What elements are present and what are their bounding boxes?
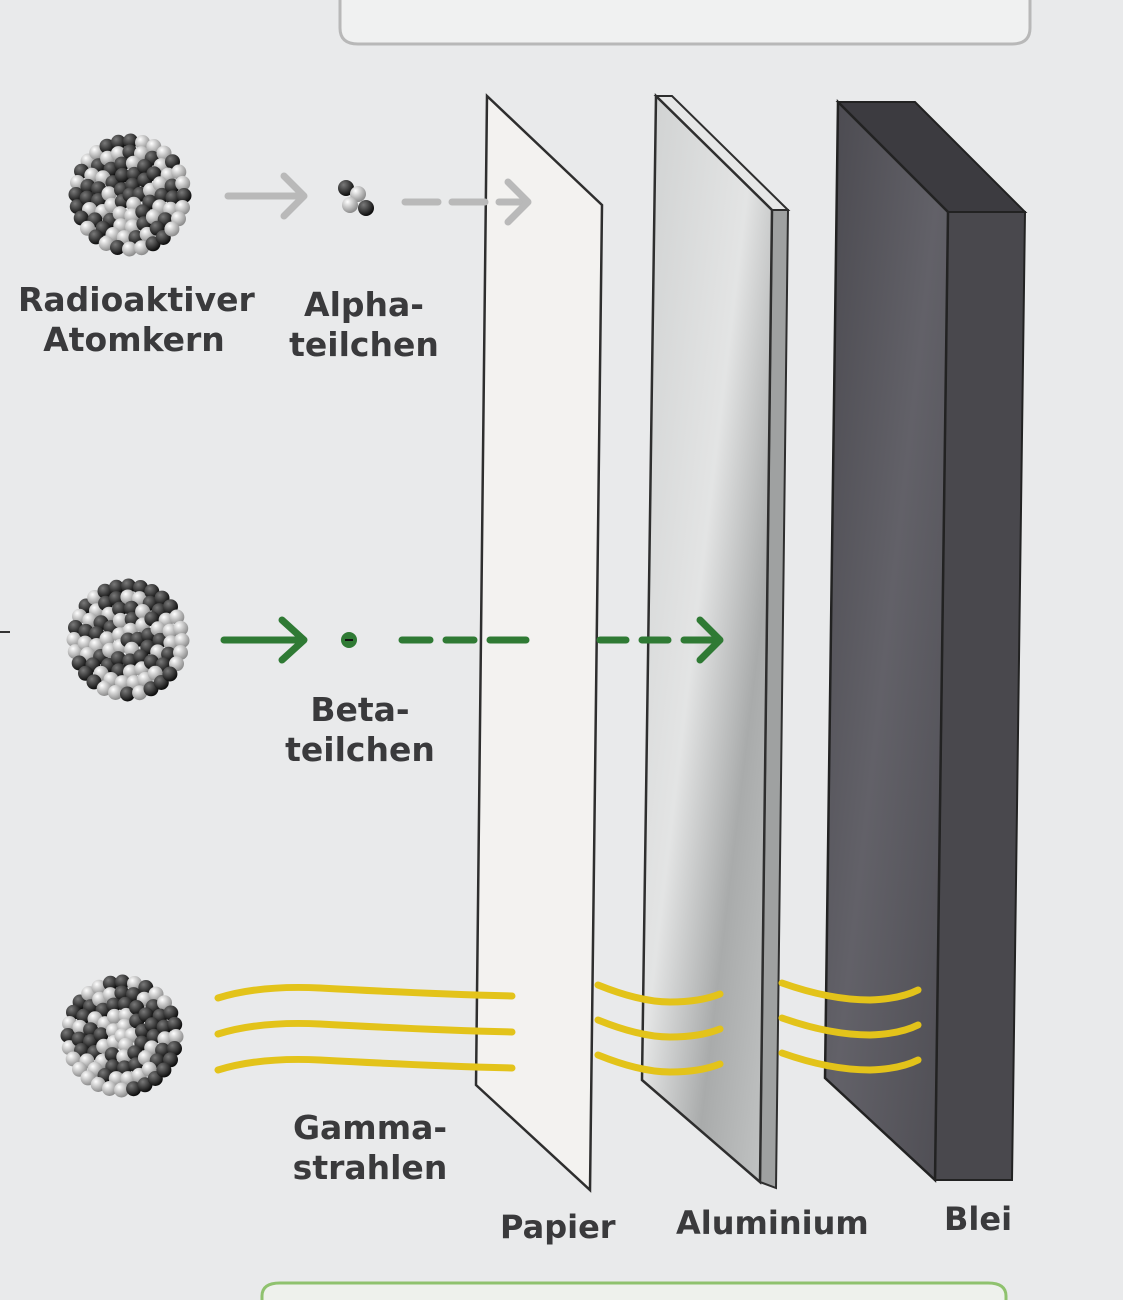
nucleon-ball (123, 133, 138, 149)
nucleon-ball (115, 974, 130, 990)
radioactive-nucleus-icon (68, 133, 192, 257)
label-beta-particle: Beta- teilchen (280, 690, 440, 770)
alpha-dashed-arrow (401, 178, 532, 226)
label-line: Atomkern (43, 320, 225, 359)
nucleon-ball (162, 666, 178, 682)
label-aluminium: Aluminium (676, 1204, 869, 1242)
nucleon-ball (99, 631, 115, 647)
nucleon-ball (67, 644, 83, 660)
nucleon-ball (121, 578, 136, 594)
nucleon-ball (120, 686, 135, 702)
nucleon-ball (97, 583, 113, 599)
nucleon-ball (106, 997, 122, 1013)
nucleon-ball (133, 580, 148, 595)
nucleon-ball (144, 1017, 160, 1033)
nucleon-ball (110, 651, 126, 667)
nucleon-ball (132, 685, 148, 701)
nucleon-ball (104, 1047, 120, 1063)
nucleon-ball (127, 976, 142, 991)
nucleon-ball (164, 221, 180, 237)
nucleon-ball (71, 1031, 87, 1047)
nucleon-ball (114, 156, 130, 172)
beta-dashed-arrow (398, 616, 724, 664)
label-radioactive-nucleus: Radioaktiver Atomkern (18, 280, 255, 360)
nucleon-ball (93, 1027, 109, 1043)
nucleon-ball (98, 236, 114, 251)
beta-arrow (220, 616, 308, 664)
nucleon-ball (150, 621, 166, 637)
nucleon-ball (99, 138, 115, 154)
nucleon-ball (122, 241, 137, 257)
label-line: strahlen (292, 1148, 448, 1187)
paper-sheet (474, 93, 604, 1193)
label-line: Alpha- (304, 285, 424, 324)
radioactive-nucleus-icon (66, 578, 190, 702)
nucleon-ball (176, 188, 192, 203)
nucleon-ball (69, 199, 85, 215)
nucleon-ball (108, 685, 123, 700)
label-line: Radioaktiver (18, 280, 255, 319)
label-gamma-rays: Gamma- strahlen (280, 1108, 460, 1188)
nucleon-ball (167, 1016, 183, 1032)
label-line: Gamma- (292, 1108, 448, 1147)
alpha-arrow (224, 172, 308, 220)
label-line: teilchen (285, 730, 435, 769)
nucleon-ball (143, 654, 159, 670)
nucleon-ball (173, 620, 189, 636)
label-alpha-particle: Alpha- teilchen (284, 285, 444, 365)
nucleon-ball (137, 1050, 153, 1066)
nucleon-ball (134, 240, 150, 256)
top-caption-box (338, 0, 1032, 46)
nucleon-ball (126, 1081, 142, 1097)
nucleon-ball (110, 240, 125, 255)
nucleon-ball (106, 1008, 122, 1024)
nucleon-ball (101, 186, 117, 202)
nucleon-ball (77, 635, 93, 651)
nucleon-ball (108, 579, 124, 595)
nucleon-ball (175, 175, 191, 191)
alpha-particle-icon (338, 180, 374, 216)
nucleon-ball (112, 206, 128, 222)
label-paper: Papier (500, 1208, 616, 1246)
nucleon-ball (168, 1029, 184, 1044)
nucleon-ball (79, 190, 95, 206)
nucleon-ball (169, 609, 185, 625)
nucleon-ball (96, 681, 112, 696)
nucleon-ball (61, 1040, 77, 1056)
beta-particle-icon (341, 632, 357, 648)
nucleon-ball (110, 134, 126, 150)
gamma-waves (214, 979, 922, 1076)
nucleon-ball (102, 975, 118, 991)
nucleon-ball (90, 1077, 106, 1092)
radioactive-nucleus-icon (60, 974, 184, 1098)
nucleon-ball (112, 601, 128, 617)
nucleon-ball (145, 209, 161, 225)
label-line: Beta- (310, 690, 410, 729)
nucleon-ball (156, 1062, 172, 1078)
nucleon-ball (175, 200, 190, 215)
bottom-info-box (260, 1281, 1008, 1300)
lead-block (823, 99, 1028, 1183)
label-line: teilchen (289, 325, 439, 364)
nucleon-ball (102, 1081, 117, 1096)
nucleon-ball (173, 645, 188, 660)
nucleon-ball (152, 176, 168, 192)
nucleon-ball (174, 633, 190, 648)
nucleon-ball (91, 979, 107, 995)
nucleon-ball (114, 1082, 129, 1098)
nucleon-ball (135, 135, 150, 150)
nucleon-ball (163, 1005, 179, 1021)
nucleon-ball (112, 612, 128, 628)
label-lead: Blei (944, 1200, 1013, 1238)
nucleon-ball (167, 1041, 182, 1056)
nucleon-ball (114, 167, 130, 183)
nucleon-ball (171, 164, 187, 180)
